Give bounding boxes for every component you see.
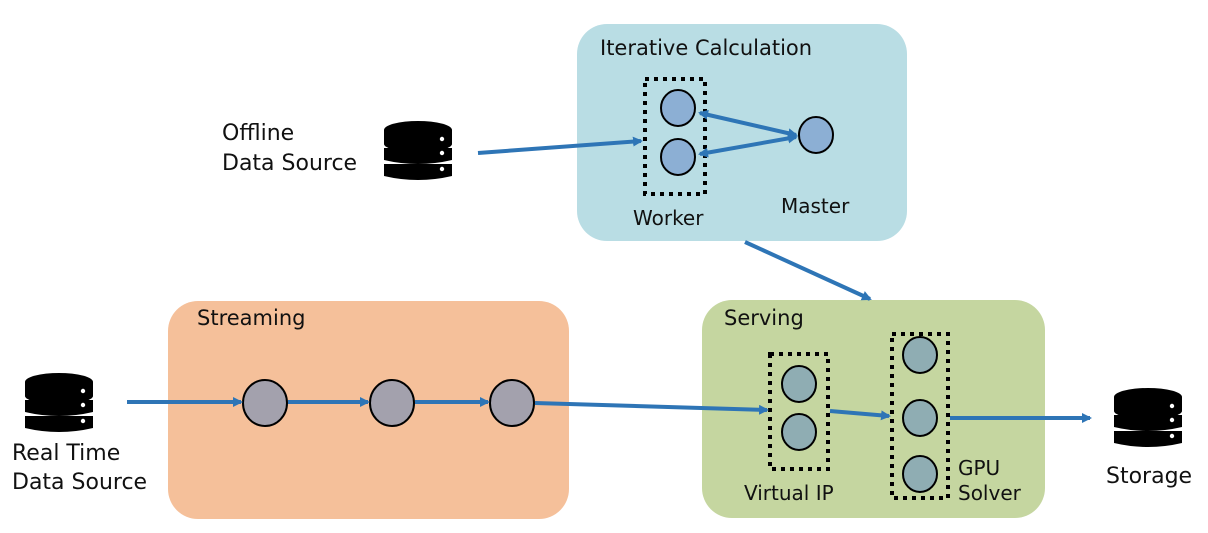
virtual-ip-label: Virtual IP [744,481,834,505]
stream-node-3 [489,379,535,427]
iterative-calculation-title: Iterative Calculation [600,36,812,60]
storage: Storage [1106,388,1192,489]
gpu-solver-group [890,332,950,500]
offline-source-label-line2: Data Source [222,151,357,176]
streaming-title: Streaming [197,306,305,330]
iterative-calculation-group: Iterative Calculation Worker Master [577,24,907,241]
serving-title: Serving [724,306,804,330]
realtime-data-source: Real Time Data Source [12,373,147,495]
worker-node-1 [660,89,696,127]
offline-database-icon [384,121,452,180]
streaming-group: Streaming [168,301,569,519]
offline-source-label-line1: Offline [222,121,294,146]
worker-label: Worker [633,206,704,230]
edge-offline-to-worker [477,136,643,155]
serving-group: Serving Virtual IP GPU Solver [702,300,1045,518]
realtime-source-label-line1: Real Time [12,441,120,466]
streaming-box [168,301,569,519]
gpu-node-1 [902,336,938,374]
storage-label: Storage [1106,464,1192,489]
virtual-ip-group [768,352,830,471]
edge-worker1-master [698,109,798,139]
offline-data-source: Offline Data Source [222,121,452,180]
gpu-node-3 [902,455,938,493]
gpu-node-2 [902,399,938,437]
stream-node-1 [242,379,288,427]
virtual-ip-node-1 [781,365,817,403]
master-node [798,116,834,154]
edge-virtual-ip-to-gpu [829,409,891,421]
master-label: Master [781,194,850,218]
stream-node-2 [369,379,415,427]
realtime-source-label-line2: Data Source [12,470,147,495]
gpu-label-line1: GPU [958,456,1000,480]
virtual-ip-node-2 [781,413,817,451]
worker-node-2 [660,138,696,176]
edge-iterative-to-serving [744,240,872,301]
gpu-label-line2: Solver [958,481,1022,505]
edge-worker2-master [698,133,798,158]
edge-stream3-to-virtual-ip [534,401,769,415]
storage-database-icon [1114,388,1182,447]
realtime-database-icon [25,373,93,432]
serving-box [702,300,1045,518]
